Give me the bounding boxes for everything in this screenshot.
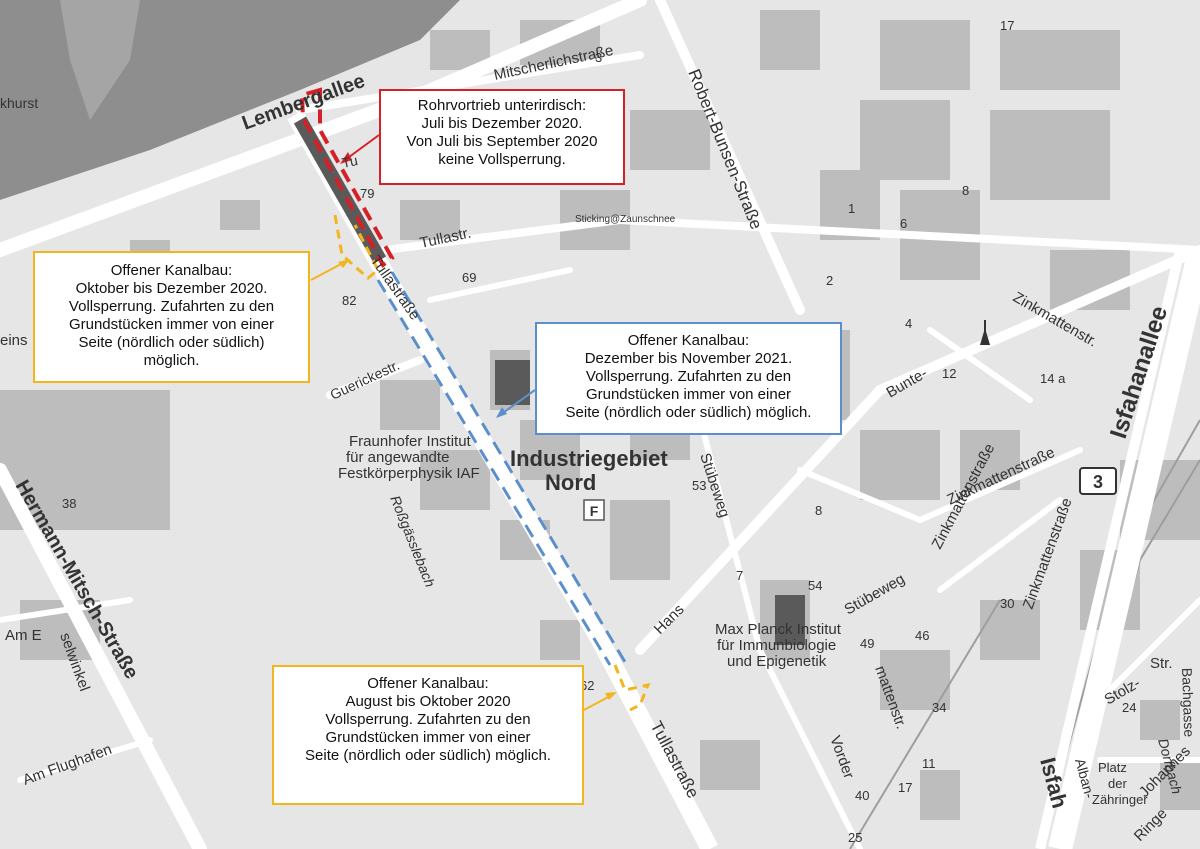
yellow-top-arrow-head [338, 259, 350, 268]
blue-arrow [499, 389, 536, 416]
red-arrow-head [340, 152, 352, 164]
callout-line: Oktober bis Dezember 2020. [75, 280, 268, 297]
label-str: Str. [1150, 655, 1173, 672]
label-khurst-fragment: khurst [0, 95, 38, 111]
yellow-bottom-marking [613, 664, 651, 712]
antenna-icon [980, 320, 990, 345]
label-maxplanck-3: und Epigenetik [727, 653, 827, 670]
house-number: 25 [848, 830, 862, 845]
callout-line: August bis Oktober 2020 [345, 693, 511, 710]
callout-line: Offener Kanalbau: [627, 332, 750, 349]
callout-line: Von Juli bis September 2020 [406, 133, 598, 150]
callout-yellow-bottom: Offener Kanalbau: August bis Oktober 202… [272, 665, 584, 805]
callout-line: Offener Kanalbau: [367, 675, 489, 692]
house-number: 49 [860, 636, 874, 651]
house-number: 46 [915, 628, 929, 643]
label-maxplanck-1: Max Planck Institut [715, 621, 842, 638]
blue-marking-right [390, 271, 627, 663]
poi-f-marker [583, 499, 605, 521]
label-district-line1: Industriegebiet [510, 446, 668, 471]
callout-yellow-top: Offener Kanalbau: Oktober bis Dezember 2… [33, 251, 310, 383]
house-number: 24 [1122, 700, 1136, 715]
house-number: 34 [932, 700, 946, 715]
blue-arrow-head [496, 407, 507, 418]
house-number: 30 [1000, 596, 1014, 611]
yellow-bottom-arrow-head [605, 692, 617, 700]
house-number: 8 [962, 183, 969, 198]
callout-line: keine Vollsperrung. [438, 151, 566, 168]
callout-line: Seite (nördlich oder südlich) möglich. [565, 404, 812, 421]
isfahanallee-lane [1035, 248, 1185, 849]
callout-red-tunneling: Rohrvortrieb unterirdisch: Juli bis Deze… [379, 89, 625, 185]
label-backdrop-fragment: Sticking@Zaunschnee [575, 214, 676, 225]
house-number: 6 [900, 216, 907, 231]
house-number: 7 [736, 568, 743, 583]
callout-line: Grundstücken immer von einer [68, 316, 275, 333]
house-number: 69 [462, 270, 476, 285]
house-number: 11 [922, 756, 936, 771]
label-einstein-fragment: eins [0, 332, 28, 349]
house-number: 14 a [1040, 371, 1066, 386]
maxplanck-building [775, 595, 805, 645]
label-platz: Platz [1098, 760, 1127, 775]
house-number: 54 [808, 578, 822, 593]
house-number: 8 [815, 503, 822, 518]
yellow-top-arrow [310, 261, 346, 281]
label-maxplanck-2: für Immunbiologie [717, 637, 836, 654]
label-tullastr-short: Tu [340, 152, 359, 171]
highway-shield [1079, 467, 1117, 495]
poi-f-label: F [590, 503, 599, 519]
callout-line: Juli bis Dezember 2020. [421, 115, 583, 132]
highway-shield-number: 3 [1093, 472, 1103, 492]
callout-line: Seite (nördlich oder südlich) möglich. [305, 747, 551, 764]
label-fraunhofer-1: Fraunhofer Institut [349, 433, 472, 450]
label-district-line2: Nord [545, 470, 596, 495]
callout-line: Vollsperrung. Zufahrten zu den [68, 298, 275, 315]
label-bachgasse: Bachgasse [1179, 668, 1197, 738]
label-fraunhofer-2: für angewandte [346, 449, 449, 466]
callout-line: Vollsperrung. Zufahrten zu den [585, 368, 792, 385]
red-tunnel-marking [299, 87, 395, 269]
house-number: 38 [62, 496, 76, 511]
red-arrow [344, 134, 380, 161]
house-number: 17 [1000, 18, 1014, 33]
callout-line: Rohrvortrieb unterirdisch: [417, 97, 587, 114]
house-number: 40 [855, 788, 869, 803]
blue-marking-left [376, 279, 612, 666]
callout-line: Offener Kanalbau: [110, 262, 233, 279]
house-number: 17 [898, 780, 912, 795]
label-fraunhofer-3: Festkörperphysik IAF [338, 465, 480, 482]
callout-line: Vollsperrung. Zufahrten zu den [325, 711, 531, 728]
house-number: 82 [342, 293, 356, 308]
house-number: 79 [360, 186, 374, 201]
house-number: 3 [595, 50, 602, 65]
house-number: 12 [942, 366, 956, 381]
yellow-top-marking [333, 214, 380, 280]
label-der: der [1108, 776, 1127, 791]
house-number: 2 [826, 273, 833, 288]
yellow-bottom-arrow [583, 694, 613, 711]
label-zahringer: Zähringer [1092, 792, 1148, 807]
house-number: 4 [905, 316, 912, 331]
callout-line: Seite (nördlich oder südlich) [78, 334, 265, 351]
isfahanallee-road [1048, 247, 1200, 849]
callout-line: Dezember bis November 2021. [584, 350, 793, 367]
label-am-eselwinkel-1: Am E [5, 627, 42, 644]
callout-blue: Offener Kanalbau: Dezember bis November … [535, 322, 842, 435]
house-number: 1 [848, 201, 855, 216]
callout-line: Grundstücken immer von einer [325, 729, 531, 746]
callout-line: möglich. [143, 352, 200, 369]
forest-clearing [60, 0, 140, 120]
house-number: 53 [692, 478, 706, 493]
callout-line: Grundstücken immer von einer [585, 386, 792, 403]
